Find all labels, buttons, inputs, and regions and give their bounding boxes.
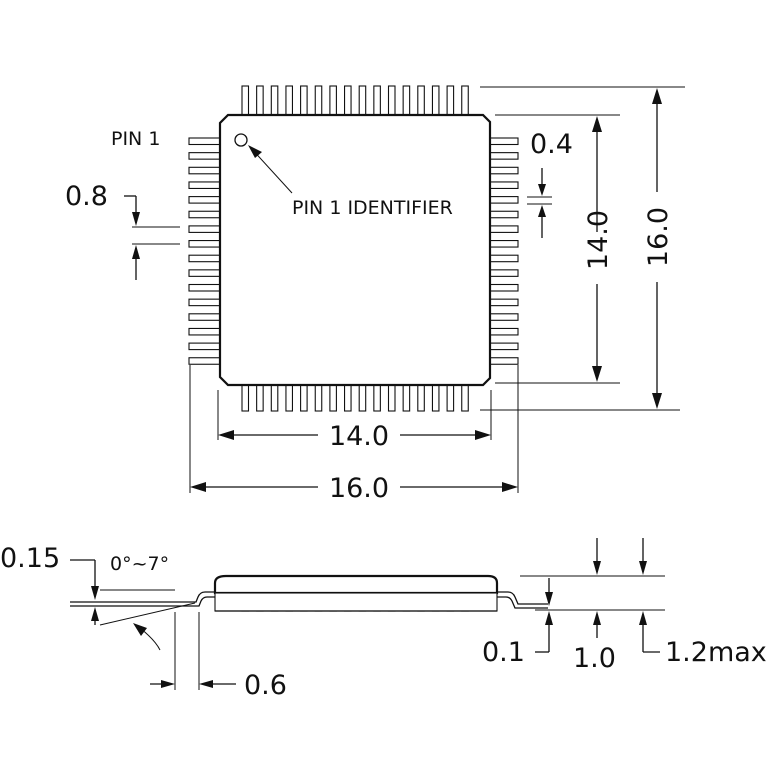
lead	[488, 210, 519, 219]
dim-lead-foot-length: 0.6	[244, 670, 287, 701]
lead	[188, 269, 222, 277]
left-lead-row	[188, 137, 222, 365]
lead	[188, 166, 222, 175]
lead	[188, 327, 222, 336]
dim-overall-height: 16.0	[643, 207, 674, 267]
lead	[488, 298, 519, 307]
dim-body-height: 14.0	[583, 210, 614, 270]
lead	[188, 283, 222, 292]
dim-standoff: 0.1	[482, 637, 525, 668]
lead	[446, 85, 455, 117]
lead	[256, 383, 264, 412]
lead	[488, 225, 519, 233]
lead	[431, 383, 440, 412]
lead	[417, 383, 425, 412]
lead	[241, 383, 250, 412]
lead	[488, 181, 519, 189]
lead	[300, 85, 308, 117]
package-body-outline	[218, 113, 492, 387]
lead	[270, 85, 279, 117]
lead	[188, 137, 222, 146]
lead	[373, 383, 381, 412]
lead	[358, 383, 367, 412]
lead	[285, 85, 294, 117]
pin1-label: PIN 1	[111, 128, 160, 150]
lead	[488, 327, 519, 336]
lead	[300, 383, 308, 412]
lead	[488, 254, 519, 263]
angle-label: 0°~7°	[110, 553, 169, 575]
lead	[256, 85, 264, 117]
pin1-identifier-dot	[234, 133, 248, 147]
lead	[488, 166, 519, 175]
lead	[188, 298, 222, 307]
lead	[488, 240, 519, 248]
lead	[402, 85, 411, 117]
side-view-body	[213, 574, 499, 595]
lead	[285, 383, 294, 412]
lead	[314, 85, 323, 117]
lead	[387, 85, 396, 117]
lead	[188, 313, 222, 321]
lead	[488, 269, 519, 277]
lead	[343, 383, 352, 412]
bottom-lead-row	[241, 383, 469, 412]
lead	[358, 85, 367, 117]
lead	[343, 85, 352, 117]
lead	[461, 85, 469, 117]
lead	[188, 196, 222, 204]
left-gull-wing-lead	[70, 591, 215, 607]
dim-body-width: 14.0	[329, 421, 389, 452]
lead	[488, 137, 519, 146]
top-lead-row	[241, 85, 469, 117]
lead	[488, 196, 519, 204]
dim-body-thickness: 1.0	[573, 643, 616, 674]
lead	[188, 342, 222, 351]
lead	[488, 283, 519, 292]
lead	[188, 152, 222, 160]
dim-lead-width: 0.8	[65, 181, 108, 212]
dim-lead-pitch: 0.4	[530, 129, 573, 160]
lead	[188, 254, 222, 263]
lead	[270, 383, 279, 412]
lead	[431, 85, 440, 117]
lead	[488, 357, 519, 365]
lead	[461, 383, 469, 412]
lead	[241, 85, 250, 117]
dim-lead-thickness: 0.15	[0, 543, 60, 574]
lead	[387, 383, 396, 412]
lead	[373, 85, 381, 117]
lead	[188, 357, 222, 365]
lead	[188, 210, 222, 219]
lead	[488, 342, 519, 351]
pin1-identifier-label: PIN 1 IDENTIFIER	[292, 197, 453, 219]
lead	[329, 383, 337, 412]
lead	[188, 181, 222, 189]
lead	[314, 383, 323, 412]
dim-max-height: 1.2max	[665, 637, 767, 668]
lead	[417, 85, 425, 117]
lead	[488, 313, 519, 321]
dim-overall-width: 16.0	[329, 473, 389, 504]
lead	[402, 383, 411, 412]
lead	[446, 383, 455, 412]
right-lead-row	[488, 137, 519, 365]
lead	[329, 85, 337, 117]
lead	[188, 225, 222, 233]
right-gull-wing-lead	[497, 591, 548, 609]
lead	[488, 152, 519, 160]
lead	[188, 240, 222, 248]
